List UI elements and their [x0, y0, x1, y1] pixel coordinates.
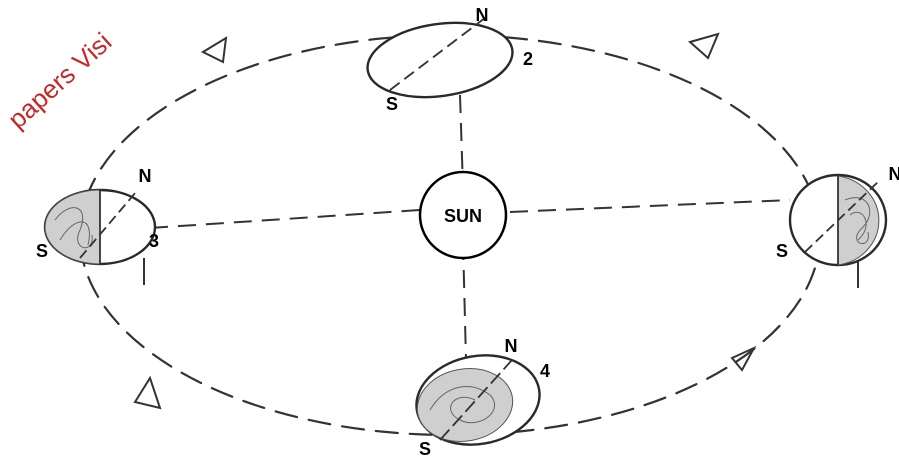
- planet-left-scribble: [54, 207, 93, 249]
- planet-right-north-label: N: [889, 164, 899, 184]
- planet-top-south-label: S: [386, 94, 398, 114]
- planet-bottom-south-label: S: [419, 439, 431, 459]
- planet-right-south-label: S: [776, 241, 788, 261]
- planet-right-axis: [804, 179, 881, 253]
- planet-top: N S 2: [366, 5, 533, 114]
- planet-top-axis: [389, 17, 486, 91]
- axis-top-line: [459, 94, 464, 189]
- planet-left-north-label: N: [139, 166, 152, 186]
- planet-left: N S 3: [36, 166, 159, 266]
- sun-circle: [418, 170, 508, 260]
- planet-top-north-label: N: [476, 5, 489, 25]
- orbit-arrow-top-right: [687, 32, 720, 60]
- planet-left-number: 3: [149, 231, 159, 251]
- axis-left-line: [149, 209, 421, 229]
- orbit-arrow-bottom-right: [730, 345, 757, 372]
- planet-bottom-number: 4: [540, 361, 550, 381]
- planet-bottom-shade: [416, 368, 514, 442]
- planet-right: N S: [776, 164, 899, 267]
- orbit-arrow-top-left: [200, 36, 228, 64]
- planet-bottom-scribble: [429, 386, 496, 424]
- planet-top-number: 2: [523, 49, 533, 69]
- planet-bottom-axis: [439, 359, 513, 441]
- planet-bottom-north-label: N: [505, 336, 518, 356]
- axis-right-line: [509, 199, 791, 213]
- sun: SUN: [418, 170, 508, 260]
- planet-top-body: [366, 21, 514, 99]
- planet-right-scribble: [844, 197, 871, 244]
- watermark-text: papers Visi: [2, 26, 117, 134]
- axis-bottom-line: [462, 241, 467, 361]
- planet-bottom: N S 4: [415, 336, 550, 459]
- planet-left-shade: [44, 189, 101, 265]
- planet-left-south-label: S: [36, 241, 48, 261]
- planet-right-shade: [837, 175, 880, 266]
- orbit-arrow-bottom-left: [133, 375, 162, 410]
- sun-label: SUN: [444, 206, 482, 226]
